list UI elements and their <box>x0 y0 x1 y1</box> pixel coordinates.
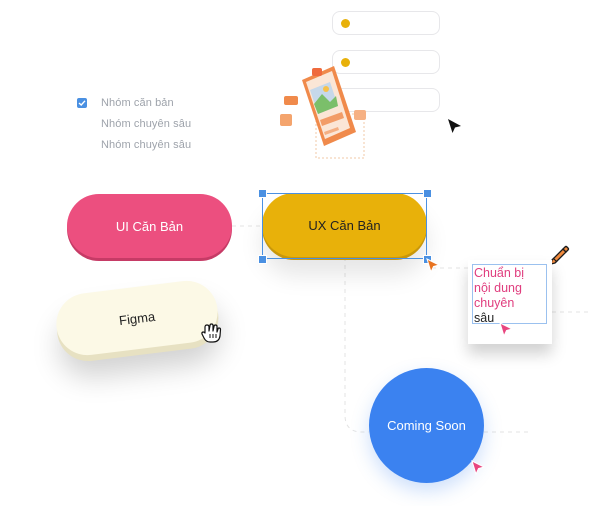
pink-arrow-cursor-icon <box>499 322 514 338</box>
phone-illustration <box>280 66 366 159</box>
checkbox-checked-icon[interactable] <box>77 98 87 108</box>
text-line: nội dung <box>474 281 522 295</box>
ux-can-ban-button[interactable]: UX Căn Bản <box>262 193 427 257</box>
text-edit-box[interactable]: Chuẩn bị nội dung chuyên sâu <box>472 264 547 325</box>
input-field-2[interactable] <box>332 50 440 74</box>
checklist-item[interactable]: Nhóm chuyên sâu <box>101 139 192 151</box>
orange-arrow-cursor-icon <box>426 258 441 274</box>
pink-arrow-cursor-icon <box>471 460 486 476</box>
text-line: sâu <box>474 311 495 325</box>
text-line: chuyên <box>474 296 515 310</box>
checklist-item[interactable]: Nhóm chuyên sâu <box>101 118 192 130</box>
selection-frame <box>262 193 427 259</box>
input-field-3[interactable] <box>332 88 440 112</box>
checklist-item[interactable]: Nhóm căn bản <box>101 97 174 109</box>
input-field-1[interactable] <box>332 11 440 35</box>
status-dot <box>341 58 350 67</box>
resize-handle[interactable] <box>258 255 267 264</box>
hand-pointer-cursor-icon <box>201 323 222 343</box>
coming-soon-circle[interactable]: Coming Soon <box>369 368 484 483</box>
black-arrow-cursor-icon <box>448 119 461 133</box>
resize-handle[interactable] <box>423 189 432 198</box>
ui-can-ban-button[interactable]: UI Căn Bản <box>67 194 232 258</box>
text-line: Chuẩn bị <box>474 266 525 280</box>
resize-handle[interactable] <box>258 189 267 198</box>
status-dot <box>341 19 350 28</box>
